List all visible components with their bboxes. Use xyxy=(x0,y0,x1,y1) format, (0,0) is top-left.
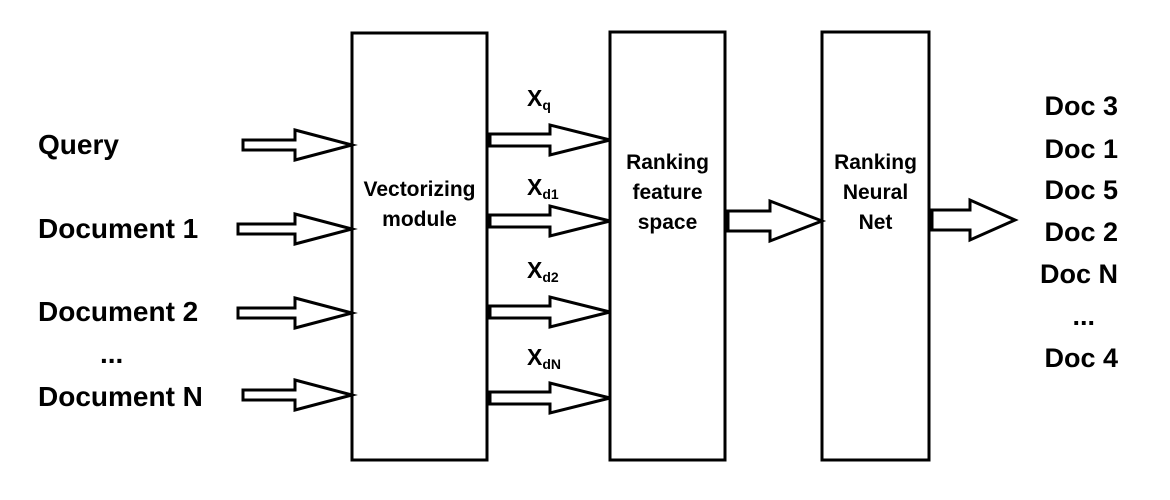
feature-to-net-arrow xyxy=(726,198,827,244)
xdN-arrow xyxy=(488,381,611,415)
input-doc2-label: Document 2 xyxy=(38,296,199,327)
query-arrow xyxy=(241,128,358,162)
doc2-arrow xyxy=(236,296,358,330)
vectorizing-module-label: Vectorizing module xyxy=(363,178,476,231)
vector-xq-label: Xq xyxy=(527,85,551,113)
output-item: Doc 3 xyxy=(1044,91,1118,121)
docN-arrow xyxy=(241,378,358,412)
output-item: Doc 5 xyxy=(1044,175,1118,205)
input-ellipsis-label: ... xyxy=(100,338,124,369)
vectorizing-module-box xyxy=(350,31,489,462)
input-query-label: Query xyxy=(38,129,119,160)
output-item: ... xyxy=(1072,301,1095,331)
ranking-neural-net-label: Ranking Neural Net xyxy=(834,151,917,234)
ranking-feature-space-label: Ranking feature space xyxy=(626,151,709,234)
xq-arrow xyxy=(488,123,611,157)
doc1-arrow xyxy=(236,212,358,246)
ranking-feature-space-box xyxy=(608,30,727,462)
output-item: Doc N xyxy=(1039,259,1118,289)
ranking-neural-net-box xyxy=(820,30,931,462)
net-to-output-arrow xyxy=(930,197,1019,243)
vector-xd2-label: Xd2 xyxy=(527,257,559,285)
xd2-arrow xyxy=(488,295,611,329)
output-item: Doc 1 xyxy=(1044,134,1118,164)
output-item: Doc 2 xyxy=(1044,217,1118,247)
output-item: Doc 4 xyxy=(1044,343,1118,373)
vector-xd1-label: Xd1 xyxy=(527,174,559,202)
xd1-arrow xyxy=(488,204,611,238)
input-doc1-label: Document 1 xyxy=(38,213,199,244)
vector-xdN-label: XdN xyxy=(527,344,562,372)
input-docN-label: Document N xyxy=(38,381,203,412)
